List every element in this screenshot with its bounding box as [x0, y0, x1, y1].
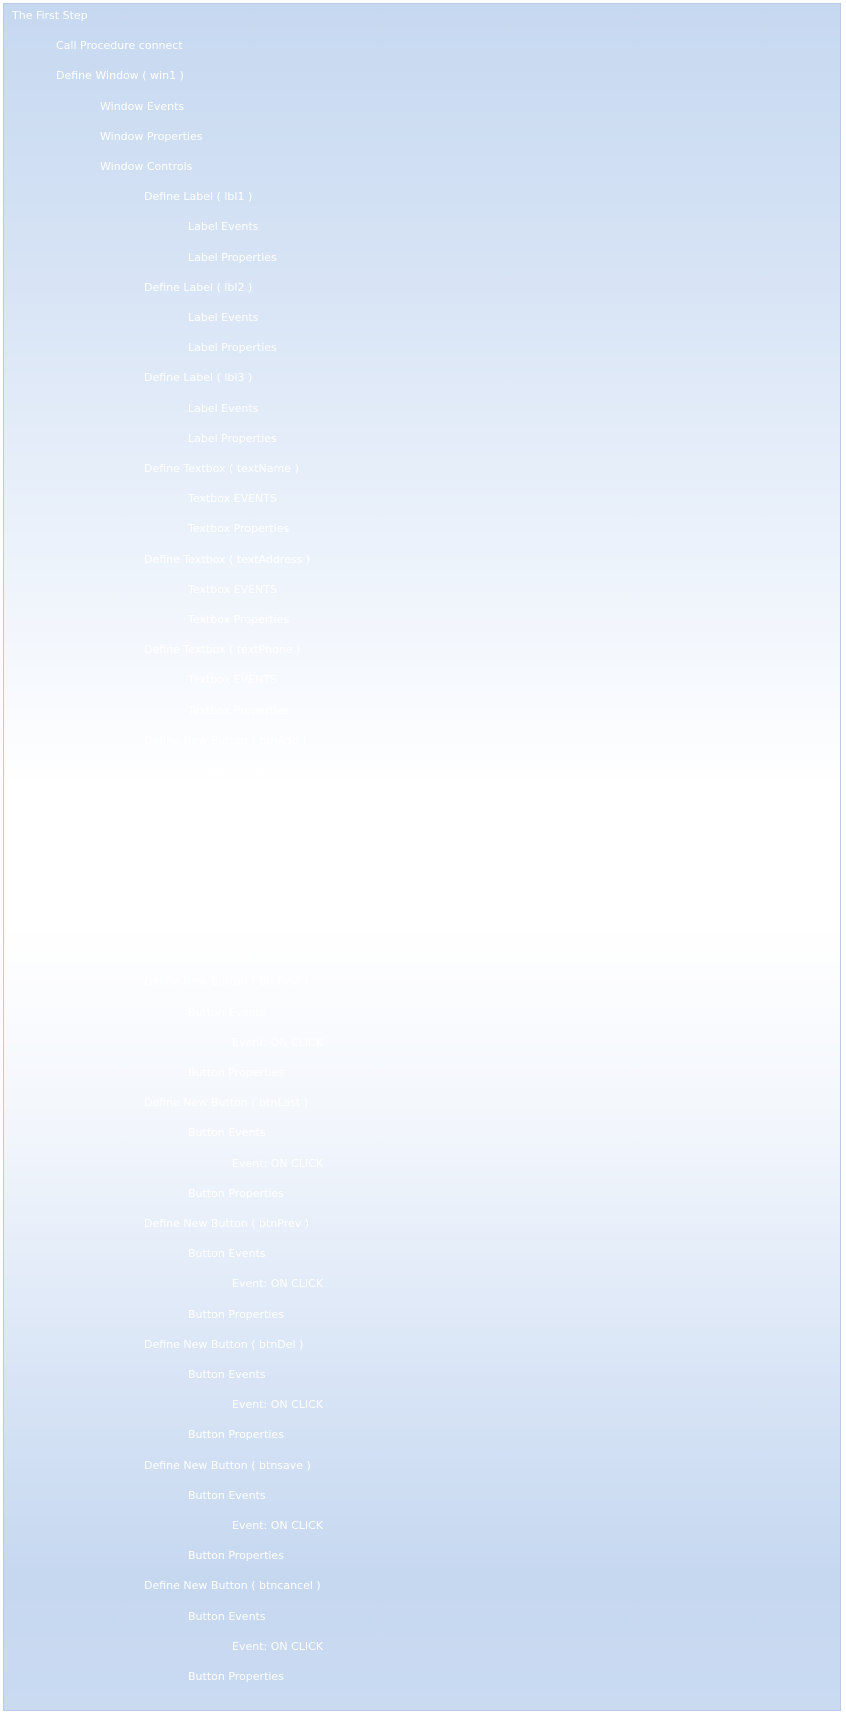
tree-node-level-2: Window Properties: [100, 129, 203, 143]
tree-node-level-4: Button Properties: [188, 824, 284, 838]
tree-node-level-0: The First Step: [12, 9, 88, 22]
tree-node-level-4: Label Properties: [188, 250, 277, 264]
tree-node-level-4: Textbox Properties: [188, 703, 290, 717]
tree-node-level-4: Textbox EVENTS: [188, 673, 277, 687]
tree-node-level-4: Label Events: [188, 311, 259, 324]
tree-node-level-4: Button Properties: [188, 1549, 284, 1563]
tree-node-level-4: Textbox Properties: [188, 613, 290, 626]
tree-node-level-4: Button Properties: [188, 1670, 284, 1683]
tree-node-level-3: Define New Button ( btncancel ): [144, 1579, 321, 1593]
tree-node-level-3: Define New Button ( btnsave ): [144, 1458, 311, 1472]
tree-node-level-4: Button Properties: [188, 1307, 284, 1321]
tree-node-level-4: Button Events: [188, 1005, 266, 1019]
tree-node-level-4: Textbox Properties: [188, 522, 290, 536]
tree-node-level-3: Define New Button ( btnNext ): [144, 854, 311, 868]
tree-node-level-3: Define Label ( lbl1 ): [144, 190, 253, 204]
tree-node-level-4: Label Events: [188, 401, 259, 415]
tree-node-level-4: Label Properties: [188, 341, 277, 355]
tree-node-level-4: Button Events: [188, 1247, 266, 1261]
tree-node-level-5: Event: ON CLICK: [232, 1035, 324, 1049]
tree-node-level-4: Button Properties: [188, 1428, 284, 1442]
tree-node-level-3: Define New Button ( btnDel ): [144, 1337, 304, 1351]
tree-node-level-4: Label Properties: [188, 431, 277, 445]
tree-node-level-3: Define Textbox ( textName ): [144, 462, 299, 475]
tree-node-level-4: Button Events: [188, 1368, 266, 1381]
tree-node-level-4: Button Events: [188, 1126, 266, 1140]
tree-node-level-4: Label Events: [188, 220, 259, 234]
tree-node-level-5: Event: ON CLICK: [232, 1398, 324, 1412]
tree-node-level-2: Window Events: [100, 99, 185, 113]
tree-node-level-4: Button Events: [188, 884, 266, 898]
tree-node-level-3: Define New Button ( btnPrev ): [144, 1217, 310, 1230]
tree-node-level-3: Define Label ( lbl2 ): [144, 280, 253, 294]
tree-node-level-4: Button Properties: [188, 1066, 284, 1079]
tree-node-level-2: Window Controls: [100, 160, 193, 173]
tree-node-level-5: Event: ON CLICK: [232, 794, 324, 808]
tree-node-level-1: Define Window ( win1 ): [56, 69, 184, 83]
tree-node-level-4: Button Events: [188, 1488, 266, 1502]
tree-node-level-4: Textbox EVENTS: [188, 492, 277, 506]
tree-node-level-1: Call Procedure connect: [56, 39, 183, 53]
tree-node-level-3: Define Label ( lbl3 ): [144, 371, 253, 385]
tree-node-level-5: Event: ON CLICK: [232, 915, 324, 928]
tree-node-level-3: Define New Button ( btnFirst ): [144, 975, 309, 989]
tree-node-level-3: Define Textbox ( textPhone ): [144, 643, 301, 657]
tree-node-level-4: Button Events: [188, 764, 266, 777]
tree-node-level-4: Button Events: [188, 1609, 266, 1623]
tree-node-level-3: Define Textbox ( textAddress ): [144, 552, 311, 566]
tree-node-level-3: Define New Button ( btnAdd ): [144, 733, 307, 747]
tree-node-level-5: Event: ON CLICK: [232, 1519, 324, 1532]
tree-node-level-5: Event: ON CLICK: [232, 1156, 324, 1170]
tree-node-level-5: Event: ON CLICK: [232, 1277, 324, 1291]
tree-node-level-4: Textbox EVENTS: [188, 582, 277, 596]
tree-node-level-4: Button Properties: [188, 1186, 284, 1200]
tree-node-level-3: Define New Button ( btnLast ): [144, 1096, 308, 1110]
tree-node-level-4: Button Properties: [188, 945, 284, 959]
tree-node-level-5: Event: ON CLICK: [232, 1639, 324, 1653]
